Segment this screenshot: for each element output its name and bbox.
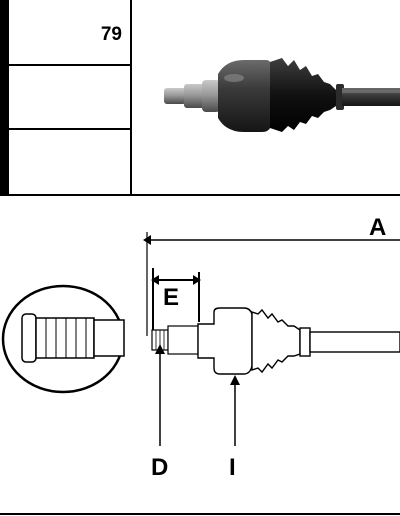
dimension-label-d: D — [151, 454, 169, 481]
product-photo — [132, 0, 400, 196]
detail-spline-end — [21, 313, 37, 363]
photo-spline — [184, 84, 204, 108]
dimension-diagram: A E D I — [0, 196, 400, 516]
spec-row-1: 79 — [9, 0, 132, 66]
photo-collar — [202, 80, 220, 112]
table-left-bar — [0, 0, 9, 196]
drawing-cv-housing — [197, 307, 253, 375]
photo-cv-housing — [218, 60, 272, 132]
dimension-label-i: I — [229, 454, 236, 481]
photo-boot — [270, 58, 340, 132]
spec-row-1-value: 79 — [100, 24, 122, 45]
photo-stub — [164, 88, 186, 104]
drawing-boot — [251, 308, 301, 374]
drive-shaft-drawing — [0, 232, 400, 515]
spec-row-2 — [9, 66, 132, 130]
drawing-neck — [167, 325, 199, 355]
dimension-label-e: E — [163, 284, 180, 311]
drawing-shaft — [309, 331, 400, 353]
detail-spline-collar — [93, 319, 125, 357]
drive-shaft-photo — [164, 58, 400, 132]
spec-table: 79 — [0, 0, 400, 196]
spec-row-3 — [9, 130, 132, 196]
dimension-label-a: A — [369, 214, 387, 241]
drawing-clamp — [299, 327, 311, 357]
detail-spline-body — [35, 317, 95, 359]
